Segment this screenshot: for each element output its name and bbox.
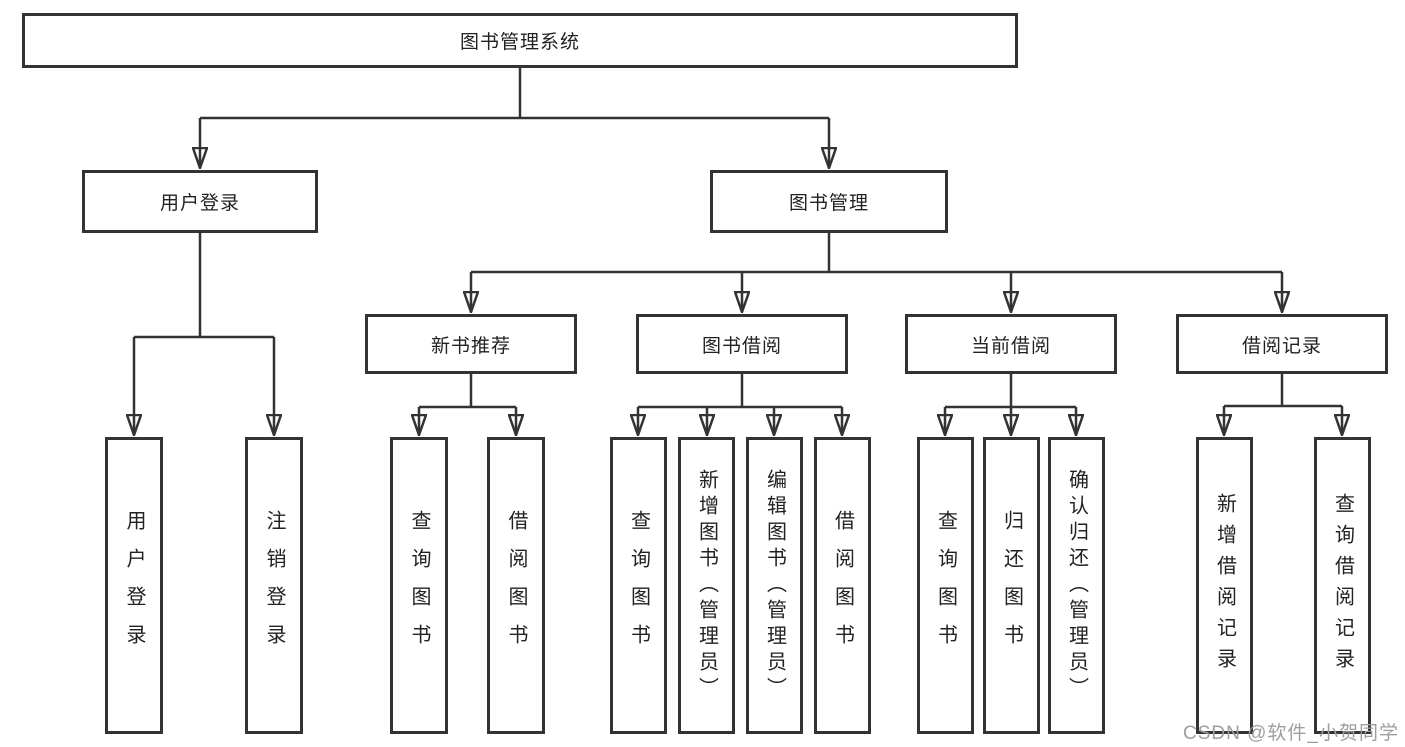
- node-user-login-label: 用户登录: [159, 193, 240, 214]
- leaf-current-confirm-return-admin: 确认归还（管理员）: [1048, 437, 1105, 734]
- leaf-current-query-books-label: 查询图书: [934, 509, 957, 662]
- node-new-book-recommend: 新书推荐: [365, 314, 577, 374]
- leaf-record-query-borrow-record: 查询借阅记录: [1314, 437, 1371, 734]
- node-current-borrow: 当前借阅: [905, 314, 1117, 374]
- node-root-label: 图书管理系统: [459, 32, 580, 53]
- node-user-login: 用户登录: [82, 170, 318, 233]
- leaf-borrow-query-books-label: 查询图书: [627, 509, 650, 662]
- node-root: 图书管理系统: [22, 13, 1018, 68]
- node-book-management-label: 图书管理: [788, 193, 869, 214]
- node-book-borrow-label: 图书借阅: [701, 335, 782, 357]
- leaf-recommend-borrow-books: 借阅图书: [487, 437, 545, 734]
- leaf-record-add-borrow-record: 新增借阅记录: [1196, 437, 1253, 734]
- leaf-borrow-edit-books-admin-label: 编辑图书（管理员）: [763, 468, 786, 703]
- leaf-record-query-borrow-record-label: 查询借阅记录: [1331, 492, 1354, 679]
- node-current-borrow-label: 当前借阅: [970, 335, 1051, 357]
- leaf-user-login: 用户登录: [105, 437, 163, 734]
- node-book-borrow: 图书借阅: [636, 314, 848, 374]
- leaf-recommend-query-books-label: 查询图书: [408, 509, 430, 662]
- leaf-current-return-books-label: 归还图书: [1000, 509, 1023, 662]
- node-borrow-record-label: 借阅记录: [1241, 335, 1322, 357]
- node-book-management: 图书管理: [710, 170, 948, 233]
- leaf-borrow-borrow-books: 借阅图书: [814, 437, 871, 734]
- leaf-borrow-add-books-admin-label: 新增图书（管理员）: [695, 468, 718, 703]
- leaf-current-confirm-return-admin-label: 确认归还（管理员）: [1065, 468, 1088, 703]
- leaf-current-query-books: 查询图书: [917, 437, 974, 734]
- leaf-current-return-books: 归还图书: [983, 437, 1040, 734]
- leaf-logout-login-label: 注销登录: [263, 509, 285, 662]
- leaf-record-add-borrow-record-label: 新增借阅记录: [1213, 492, 1236, 679]
- leaf-recommend-borrow-books-label: 借阅图书: [505, 509, 527, 662]
- leaf-user-login-label: 用户登录: [123, 509, 145, 662]
- watermark: CSDN @软件_小贺同学: [1183, 723, 1399, 744]
- leaf-borrow-edit-books-admin: 编辑图书（管理员）: [746, 437, 803, 734]
- leaf-borrow-borrow-books-label: 借阅图书: [831, 509, 854, 662]
- node-new-book-recommend-label: 新书推荐: [430, 335, 511, 357]
- leaf-borrow-query-books: 查询图书: [610, 437, 667, 734]
- leaf-logout-login: 注销登录: [245, 437, 303, 734]
- leaf-borrow-add-books-admin: 新增图书（管理员）: [678, 437, 735, 734]
- leaf-recommend-query-books: 查询图书: [390, 437, 448, 734]
- node-borrow-record: 借阅记录: [1176, 314, 1388, 374]
